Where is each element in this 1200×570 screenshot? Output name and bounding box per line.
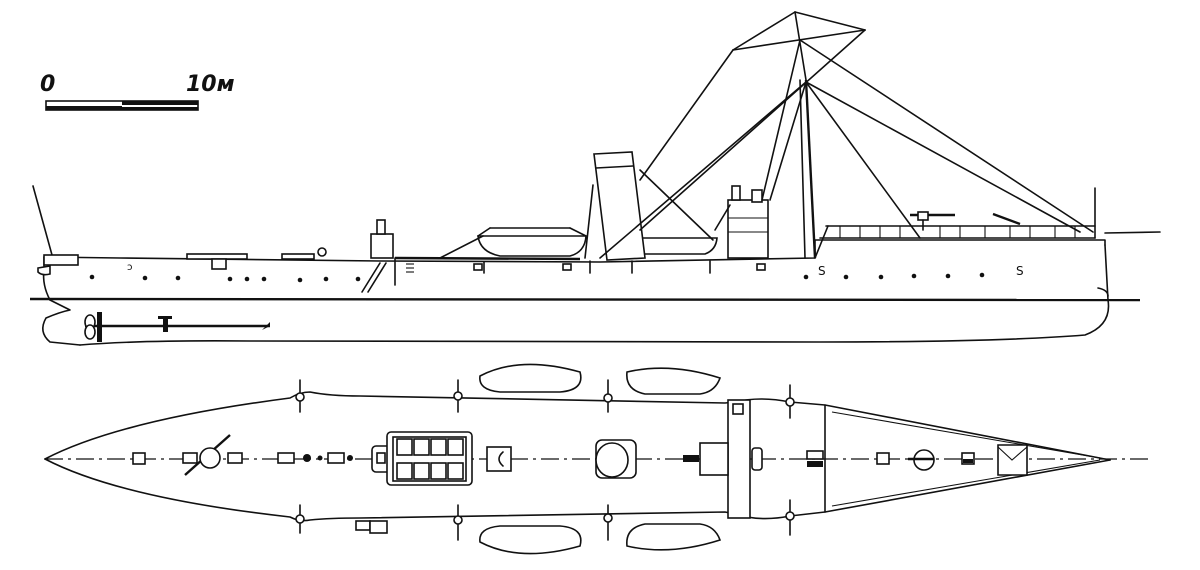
plan-boats — [479, 363, 722, 555]
waterline — [29, 297, 1141, 302]
bow-davit — [992, 212, 1021, 226]
funnel — [593, 151, 646, 261]
svg-text:ɔ: ɔ — [127, 262, 133, 273]
propeller — [84, 312, 270, 342]
svg-text:S: S — [818, 264, 826, 278]
aft-bridge — [361, 219, 414, 293]
scale-end-label: 10м — [186, 72, 235, 97]
forecastle-gun — [910, 211, 955, 231]
plan-davits — [295, 379, 795, 541]
rigging — [584, 11, 1094, 259]
forward-bridge — [714, 185, 769, 259]
svg-text:S: S — [1016, 264, 1024, 278]
scale-bar — [45, 100, 199, 111]
scale-start-label: 0 — [40, 72, 56, 97]
lifeboat-aft — [439, 227, 587, 259]
yard — [732, 29, 866, 51]
funnel-plan — [595, 439, 637, 479]
portholes — [89, 272, 985, 283]
forecastle-rail — [814, 225, 1096, 259]
deck-plan-view — [44, 363, 1150, 555]
side-profile-view: ɔ S S — [29, 11, 1161, 346]
ensign-staff — [32, 185, 53, 256]
skylight — [371, 431, 473, 486]
mast — [732, 11, 866, 259]
aft-gun-plan — [182, 434, 243, 476]
